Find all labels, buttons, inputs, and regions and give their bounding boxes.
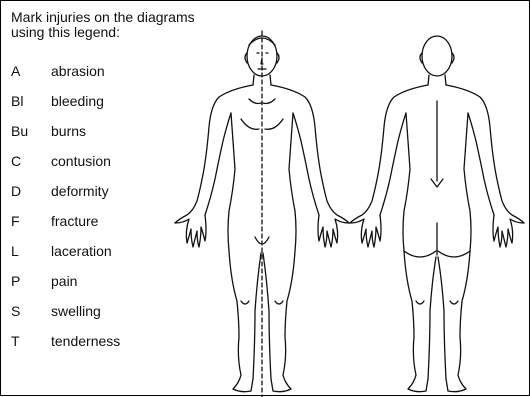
legend-item-burns: Bu burns [11, 116, 120, 146]
legend-item-contusion: C contusion [11, 146, 120, 176]
legend-label: laceration [51, 243, 112, 259]
legend-item-deformity: D deformity [11, 176, 120, 206]
back-body-outline-icon[interactable] [336, 1, 530, 397]
legend-code: Bl [11, 93, 51, 109]
instructions-text: Mark injuries on the diagrams using this… [11, 10, 195, 40]
legend-item-tenderness: T tenderness [11, 326, 120, 356]
front-body-outline-icon[interactable] [171, 1, 361, 397]
legend-code: S [11, 303, 51, 319]
legend-code: A [11, 63, 51, 79]
legend-code: P [11, 273, 51, 289]
legend-code: T [11, 333, 51, 349]
legend-code: D [11, 183, 51, 199]
legend-item-laceration: L laceration [11, 236, 120, 266]
injury-legend: A abrasion Bl bleeding Bu burns C contus… [11, 56, 120, 356]
legend-code: F [11, 213, 51, 229]
legend-label: contusion [51, 153, 111, 169]
legend-label: bleeding [51, 93, 104, 109]
legend-label: deformity [51, 183, 109, 199]
legend-code: L [11, 243, 51, 259]
legend-code: Bu [11, 123, 51, 139]
legend-code: C [11, 153, 51, 169]
legend-item-pain: P pain [11, 266, 120, 296]
legend-label: pain [51, 273, 77, 289]
legend-label: abrasion [51, 63, 105, 79]
legend-item-swelling: S swelling [11, 296, 120, 326]
legend-item-abrasion: A abrasion [11, 56, 120, 86]
legend-label: burns [51, 123, 86, 139]
legend-label: tenderness [51, 333, 120, 349]
legend-label: swelling [51, 303, 101, 319]
legend-item-fracture: F fracture [11, 206, 120, 236]
legend-label: fracture [51, 213, 98, 229]
legend-item-bleeding: Bl bleeding [11, 86, 120, 116]
